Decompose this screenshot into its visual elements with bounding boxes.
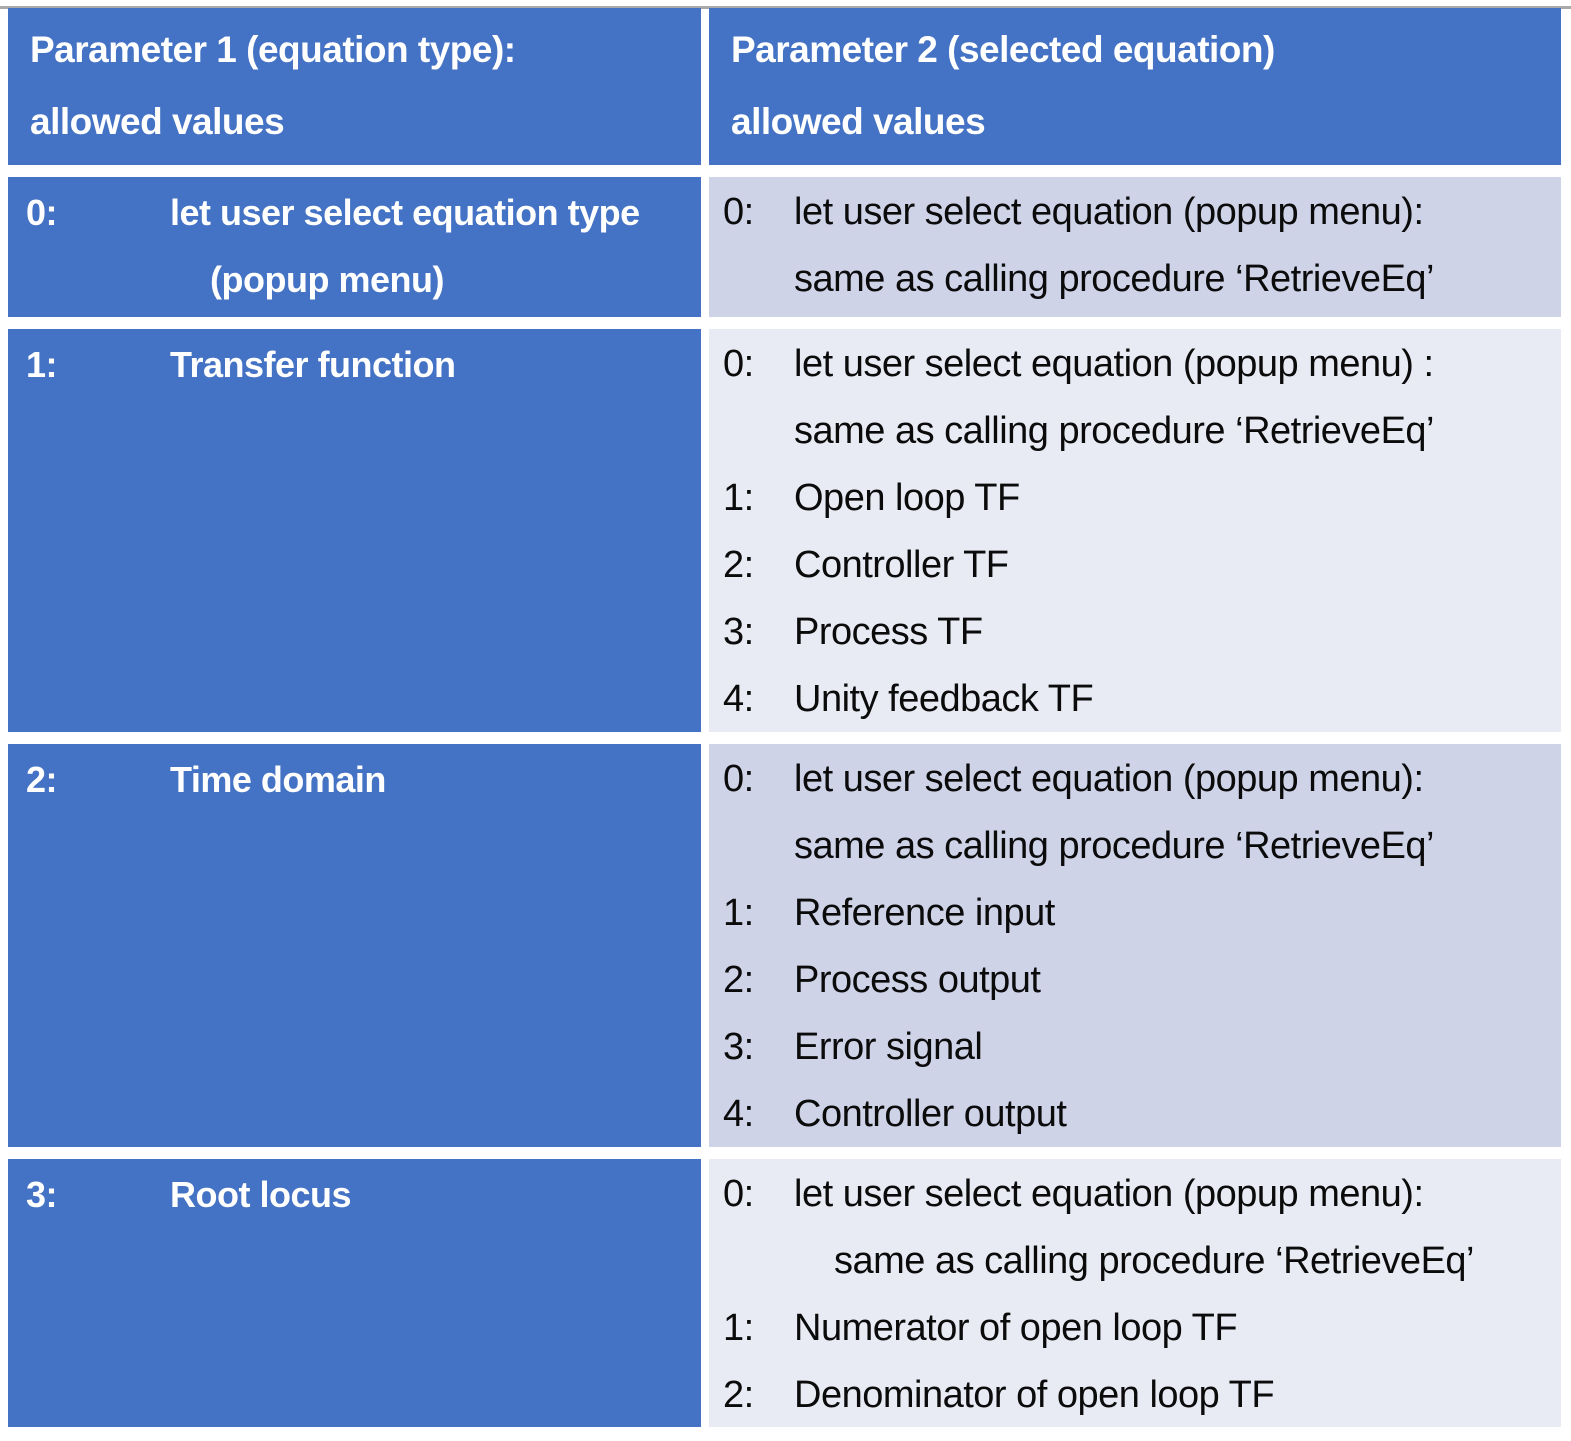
row2-param2-line4: 3: Error signal: [723, 1014, 1547, 1081]
item-number: 3:: [723, 1026, 754, 1068]
param2-cell-row1: 0: let user select equation (popup menu) …: [709, 329, 1561, 732]
item-text: Reference input: [794, 892, 1055, 934]
item-number: 1:: [723, 892, 754, 934]
item-text: Transfer function: [170, 344, 456, 385]
row2-param2-line5: 4: Controller output: [723, 1081, 1547, 1147]
item-text: Controller TF: [794, 544, 1009, 586]
item-text: Open loop TF: [794, 477, 1020, 519]
param2-cell-row0: 0: let user select equation (popup menu):…: [709, 177, 1561, 317]
header-cell-param2: Parameter 2 (selected equation) allowed …: [709, 8, 1561, 165]
item-text: Root locus: [170, 1174, 352, 1215]
parameters-table: Parameter 1 (equation type): allowed val…: [8, 8, 1561, 1427]
row2-param2-line0: 0: let user select equation (popup menu):: [723, 746, 1547, 813]
item-number: 4:: [723, 1093, 754, 1135]
item-number: 1:: [723, 1307, 754, 1349]
row0-param1-line0: 0: let user select equation type: [26, 179, 685, 246]
row2-param2-line1: same as calling procedure ‘RetrieveEq’: [723, 813, 1547, 880]
item-text: same as calling procedure ‘RetrieveEq’: [834, 1240, 1475, 1282]
item-number: 2:: [723, 544, 754, 586]
item-text: let user select equation (popup menu) :: [794, 343, 1434, 385]
param2-cell-row2: 0: let user select equation (popup menu):…: [709, 744, 1561, 1147]
param2-cell-row3: 0: let user select equation (popup menu):…: [709, 1159, 1561, 1427]
row2-param2-line2: 1: Reference input: [723, 880, 1547, 947]
item-text: Process TF: [794, 611, 983, 653]
item-number: 4:: [723, 678, 754, 720]
item-number: 0:: [723, 1173, 754, 1215]
row3-param1-line0: 3: Root locus: [26, 1161, 685, 1228]
item-text: Unity feedback TF: [794, 678, 1094, 720]
row3-param2-line3: 2: Denominator of open loop TF: [723, 1362, 1547, 1427]
item-number: 3:: [26, 1174, 58, 1215]
table-top-border: [0, 6, 1571, 9]
item-number: 0:: [26, 192, 58, 233]
header-param1-line1: Parameter 1 (equation type):: [30, 14, 681, 86]
row0-param2-line0: 0: let user select equation (popup menu):: [723, 179, 1547, 246]
item-text: (popup menu): [210, 259, 444, 300]
item-text: let user select equation (popup menu):: [794, 758, 1424, 800]
item-text: same as calling procedure ‘RetrieveEq’: [794, 825, 1435, 867]
row1-param2-line5: 4: Unity feedback TF: [723, 666, 1547, 732]
param1-cell-row2: 2: Time domain: [8, 744, 701, 1147]
param1-cell-row3: 3: Root locus: [8, 1159, 701, 1427]
header-param1-text1: Parameter 1 (equation type):: [30, 29, 516, 70]
row2-param1-line0: 2: Time domain: [26, 746, 685, 813]
item-text: same as calling procedure ‘RetrieveEq’: [794, 410, 1435, 452]
item-number: 2:: [723, 959, 754, 1001]
item-text: Denominator of open loop TF: [794, 1374, 1275, 1416]
item-text: Numerator of open loop TF: [794, 1307, 1238, 1349]
row1-param2-line4: 3: Process TF: [723, 599, 1547, 666]
row0-param1-line1: (popup menu): [26, 246, 685, 313]
header-param2-line2: allowed values: [731, 86, 1541, 158]
param1-cell-row1: 1: Transfer function: [8, 329, 701, 732]
item-text: same as calling procedure ‘RetrieveEq’: [794, 258, 1435, 300]
header-param2-line1: Parameter 2 (selected equation): [731, 14, 1541, 86]
header-cell-param1: Parameter 1 (equation type): allowed val…: [8, 8, 701, 165]
item-text: Error signal: [794, 1026, 983, 1068]
row1-param2-line3: 2: Controller TF: [723, 532, 1547, 599]
row1-param1-line0: 1: Transfer function: [26, 331, 685, 398]
item-text: let user select equation (popup menu):: [794, 191, 1424, 233]
row0-param2-line1: same as calling procedure ‘RetrieveEq’: [723, 246, 1547, 313]
item-number: 1:: [26, 344, 58, 385]
row3-param2-line1: same as calling procedure ‘RetrieveEq’: [723, 1228, 1547, 1295]
header-param1-line2: allowed values: [30, 86, 681, 158]
header-param2-text1: Parameter 2 (selected equation): [731, 29, 1275, 70]
item-text: Controller output: [794, 1093, 1067, 1135]
row2-param2-line3: 2: Process output: [723, 947, 1547, 1014]
row3-param2-line2: 1: Numerator of open loop TF: [723, 1295, 1547, 1362]
item-number: 0:: [723, 343, 754, 385]
item-number: 2:: [723, 1374, 754, 1416]
row1-param2-line1: same as calling procedure ‘RetrieveEq’: [723, 398, 1547, 465]
item-number: 1:: [723, 477, 754, 519]
item-number: 2:: [26, 759, 58, 800]
item-text: let user select equation (popup menu):: [794, 1173, 1424, 1215]
header-param1-text2: allowed values: [30, 101, 285, 142]
row3-param2-line0: 0: let user select equation (popup menu):: [723, 1161, 1547, 1228]
header-param2-text2: allowed values: [731, 101, 986, 142]
item-number: 3:: [723, 611, 754, 653]
item-text: Process output: [794, 959, 1041, 1001]
row1-param2-line2: 1: Open loop TF: [723, 465, 1547, 532]
item-number: 0:: [723, 758, 754, 800]
item-text: let user select equation type: [170, 192, 640, 233]
item-text: Time domain: [170, 759, 386, 800]
row1-param2-line0: 0: let user select equation (popup menu) …: [723, 331, 1547, 398]
item-number: 0:: [723, 191, 754, 233]
param1-cell-row0: 0: let user select equation type (popup me…: [8, 177, 701, 317]
